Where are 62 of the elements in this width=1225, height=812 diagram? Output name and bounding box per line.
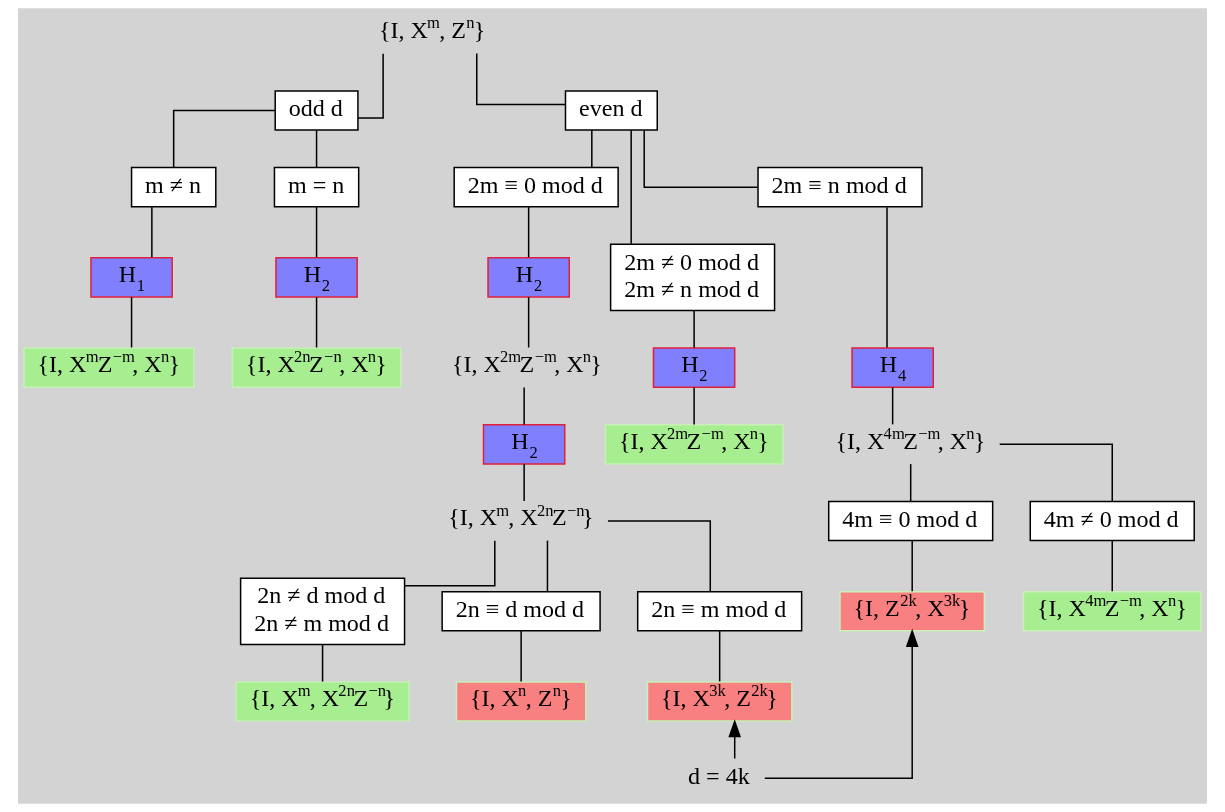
connector xyxy=(693,309,695,349)
node-box: {I, Z$^{2k}$, X$^{3k}$} xyxy=(839,591,986,632)
node-text: {I, X$^{m}$, Z$^{n}$} xyxy=(378,13,486,43)
node-box: {I, X$^{n}$, Z$^{n}$} xyxy=(455,681,587,722)
connector xyxy=(321,643,324,683)
connector xyxy=(130,296,133,349)
arrow xyxy=(728,719,742,760)
node-box: {I, X$^{m}$, X$^{2n}$Z$^{−n}$} xyxy=(235,681,410,722)
node-box: {I, X$^{3k}$, Z$^{2k}$} xyxy=(646,681,793,722)
connector xyxy=(998,443,1113,503)
connector xyxy=(315,206,318,258)
connector xyxy=(523,463,525,502)
node-box: H$_{1}$ xyxy=(90,257,173,298)
connector xyxy=(403,540,496,587)
node-box: 2m ≠ 0 mod d 2m ≠ n mod d xyxy=(609,243,776,312)
node-box: even d xyxy=(564,90,658,131)
connector xyxy=(693,386,695,426)
node-box: {I, X$^{m}$Z$^{−m}$, X$^{n}$} xyxy=(23,347,195,388)
connector xyxy=(891,386,894,426)
connector xyxy=(909,463,912,502)
connector xyxy=(1111,539,1113,592)
node-box: H$_{2}$ xyxy=(482,424,566,465)
node-box: {I, X$^{2m}$Z$^{−m}$, X$^{n}$} xyxy=(604,424,784,465)
connector xyxy=(886,206,888,349)
node-box: m = n xyxy=(273,166,360,208)
connector xyxy=(523,386,525,426)
connector xyxy=(151,206,153,258)
node-box: {I, X$^{4m}$Z$^{−m}$, X$^{n}$} xyxy=(1022,591,1202,632)
node-box: 2n ≡ m mod d xyxy=(636,591,803,632)
node-box: 2m ≡ n mod d xyxy=(757,166,923,208)
node-box: 4m ≠ 0 mod d xyxy=(1029,500,1195,542)
connector xyxy=(520,630,522,683)
connector xyxy=(357,52,384,119)
connector xyxy=(630,129,632,245)
connector xyxy=(643,129,759,188)
node-text: {I, X$^{m}$, X$^{2n}$Z$^{−n}$} xyxy=(448,500,594,531)
node-box: H$_{2}$ xyxy=(652,347,736,388)
node-text: {I, X$^{4m}$Z$^{−m}$, X$^{n}$} xyxy=(835,424,986,454)
connector xyxy=(315,129,318,168)
connector xyxy=(172,109,276,169)
node-box: H$_{2}$ xyxy=(275,257,358,298)
arrow xyxy=(764,628,919,779)
node-box: odd d xyxy=(274,90,359,131)
node-box: {I, X$^{2n}$Z$^{−n}$, X$^{n}$} xyxy=(231,347,402,388)
connector xyxy=(476,52,567,106)
node-box: H$_{4}$ xyxy=(851,347,934,388)
node-text: {I, X$^{2m}$Z$^{−m}$, X$^{n}$} xyxy=(451,347,602,377)
connector xyxy=(527,296,530,349)
node-box: 2m ≡ 0 mod d xyxy=(453,166,619,208)
node-box: m ≠ n xyxy=(130,166,217,208)
node-text: d = 4k xyxy=(688,762,750,789)
connector xyxy=(911,539,913,592)
connector xyxy=(718,630,721,683)
node-box: H$_{2}$ xyxy=(487,257,570,298)
connector xyxy=(591,129,593,168)
connector xyxy=(607,520,711,593)
node-box: 2n ≡ d mod d xyxy=(441,591,601,632)
node-box: 4m ≡ 0 mod d xyxy=(827,500,994,542)
connector xyxy=(546,539,549,592)
connector xyxy=(315,296,318,349)
connector xyxy=(527,206,530,258)
node-box: 2n ≠ d mod d 2n ≠ m mod d xyxy=(239,577,406,646)
